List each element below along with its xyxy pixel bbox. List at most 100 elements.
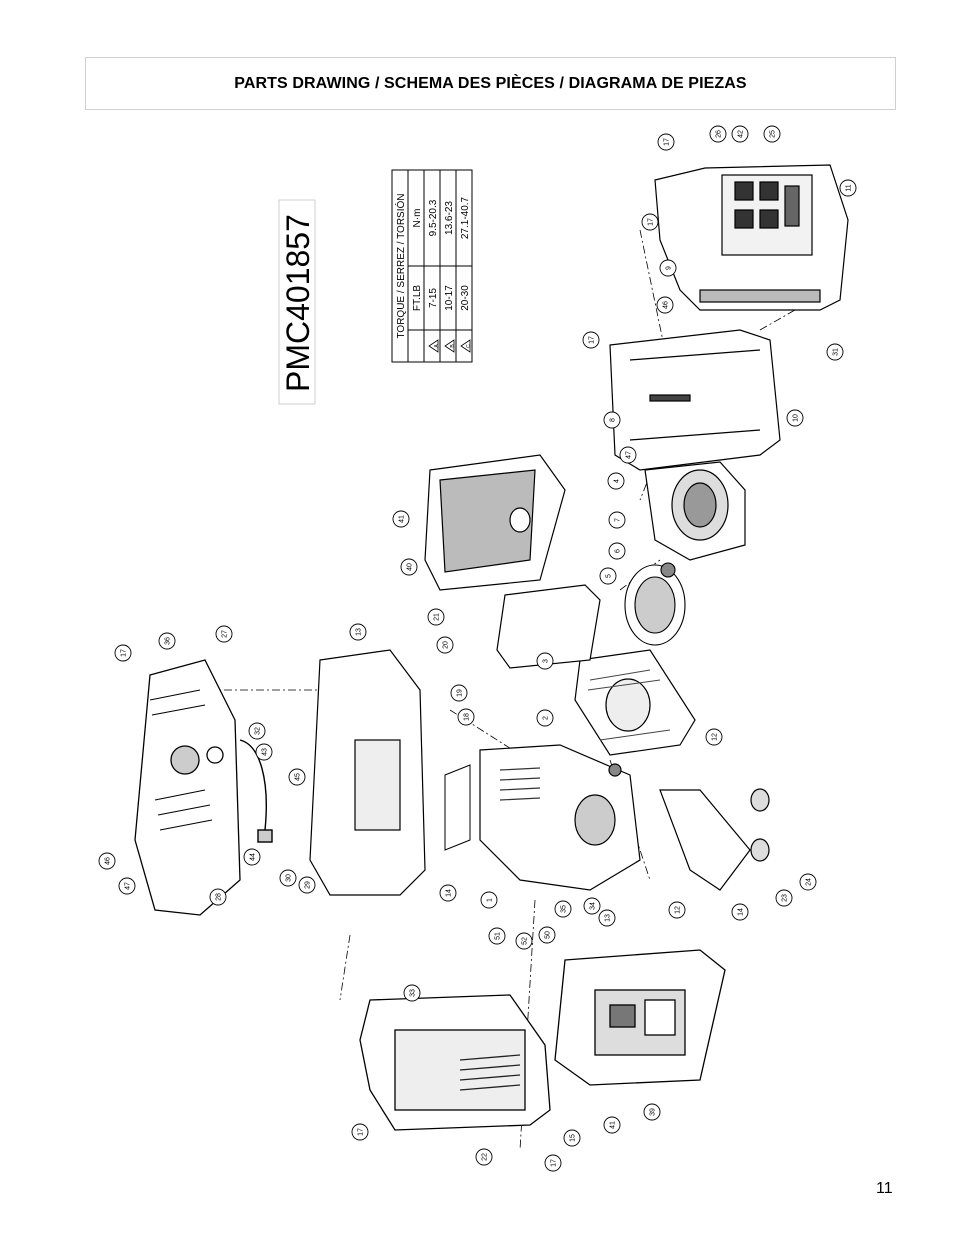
torque-nm-a: 9.5-20.3	[428, 199, 439, 236]
callout-label: 43	[262, 748, 269, 756]
callout-34: 34	[583, 897, 601, 915]
callout-25: 25	[763, 125, 781, 143]
callout-label: 10	[793, 414, 800, 422]
callout-45: 45	[288, 768, 306, 786]
torque-header-ftlb: FT.LB	[412, 285, 423, 311]
torque-ftlb-c: 20-30	[460, 285, 471, 311]
callout-15: 15	[563, 1129, 581, 1147]
callout-label: 23	[782, 894, 789, 902]
callout-label: 41	[399, 515, 406, 523]
callout-17: 17	[657, 133, 675, 151]
callout-11: 11	[839, 179, 857, 197]
callout-18: 18	[457, 708, 475, 726]
callout-label: 34	[590, 902, 597, 910]
callout-6: 6	[608, 542, 626, 560]
callout-label: 15	[570, 1134, 577, 1142]
callout-47: 47	[619, 446, 637, 464]
callout-24: 24	[799, 873, 817, 891]
callout-label: 13	[605, 914, 612, 922]
callout-35: 35	[554, 900, 572, 918]
callout-40: 40	[400, 558, 418, 576]
callout-44: 44	[243, 848, 261, 866]
callout-label: 11	[846, 184, 853, 191]
page-title: PARTS DRAWING / SCHEMA DES PIÈCES / DIAG…	[234, 74, 747, 92]
callout-label: 46	[105, 857, 112, 865]
callout-label: 2	[543, 716, 550, 720]
callout-13: 13	[598, 909, 616, 927]
control-panel-part	[654, 164, 849, 311]
page-number: 11	[876, 1180, 893, 1197]
callout-label: 19	[457, 689, 464, 697]
callout-12: 12	[705, 728, 723, 746]
torque-nm-b: 13.6-23	[444, 201, 455, 235]
callout-33: 33	[403, 984, 421, 1002]
callout-10: 10	[786, 409, 804, 427]
callout-32: 32	[248, 722, 266, 740]
callout-17: 17	[114, 644, 132, 662]
torque-mark-c: C	[466, 344, 472, 348]
engine-mount-part	[659, 788, 770, 891]
callout-label: 17	[664, 138, 671, 146]
callout-label: 51	[495, 932, 502, 940]
callout-label: 14	[738, 908, 745, 916]
fuel-line-part	[239, 739, 273, 843]
callout-4: 4	[607, 472, 625, 490]
air-filter-part	[424, 454, 566, 591]
callout-27: 27	[215, 625, 233, 643]
callout-50: 50	[538, 926, 556, 944]
callout-46: 46	[98, 852, 116, 870]
callout-label: 20	[443, 641, 450, 649]
callout-label: 12	[675, 906, 682, 914]
callout-label: 47	[125, 882, 132, 890]
callout-41: 41	[392, 510, 410, 528]
callout-label: 4	[614, 479, 621, 483]
callout-5: 5	[599, 567, 617, 585]
callout-42: 42	[731, 125, 749, 143]
model-number-block: PMC401857	[278, 199, 316, 405]
torque-ftlb-b: 10-17	[444, 285, 455, 311]
callout-label: 52	[522, 937, 529, 945]
base-frame-part	[309, 649, 426, 896]
callout-label: 35	[561, 905, 568, 913]
callout-17: 17	[582, 331, 600, 349]
callout-46: 46	[656, 296, 674, 314]
model-number: PMC401857	[280, 214, 316, 392]
callout-label: 45	[295, 773, 302, 781]
callout-label: 3	[543, 659, 550, 663]
callout-label: 1	[487, 898, 494, 902]
callout-label: 36	[165, 637, 172, 645]
callout-43: 43	[255, 743, 273, 761]
callout-14: 14	[731, 903, 749, 921]
side-cover-part	[134, 659, 241, 916]
callout-52: 52	[515, 932, 533, 950]
callout-9: 9	[659, 259, 677, 277]
callout-label: 27	[222, 630, 229, 638]
callout-14: 14	[439, 884, 457, 902]
callout-label: 14	[446, 889, 453, 897]
callout-label: 39	[650, 1108, 657, 1116]
torque-header-nm: N·m	[412, 209, 423, 228]
torque-title: TORQUE / SERREZ / TORSIÓN	[394, 193, 407, 338]
callout-31: 31	[826, 343, 844, 361]
callout-47: 47	[118, 877, 136, 895]
callout-label: 47	[626, 451, 633, 459]
gasket-part	[444, 764, 471, 851]
callout-3: 3	[536, 652, 554, 670]
callout-label: 17	[648, 218, 655, 226]
callout-39: 39	[643, 1103, 661, 1121]
torque-ftlb-a: 7-15	[428, 288, 439, 308]
callout-label: 29	[305, 881, 312, 889]
callout-label: 50	[545, 931, 552, 939]
callout-label: 5	[606, 574, 613, 578]
callout-12: 12	[668, 901, 686, 919]
callout-label: 28	[216, 893, 223, 901]
callout-21: 21	[427, 608, 445, 626]
torque-table: TORQUE / SERREZ / TORSIÓN FT.LB N·m A 7-…	[391, 169, 473, 363]
callout-label: 30	[286, 874, 293, 882]
callout-1: 1	[480, 891, 498, 909]
callout-17: 17	[641, 213, 659, 231]
callout-36: 36	[158, 632, 176, 650]
engine-part	[479, 744, 641, 891]
callout-17: 17	[544, 1154, 562, 1172]
